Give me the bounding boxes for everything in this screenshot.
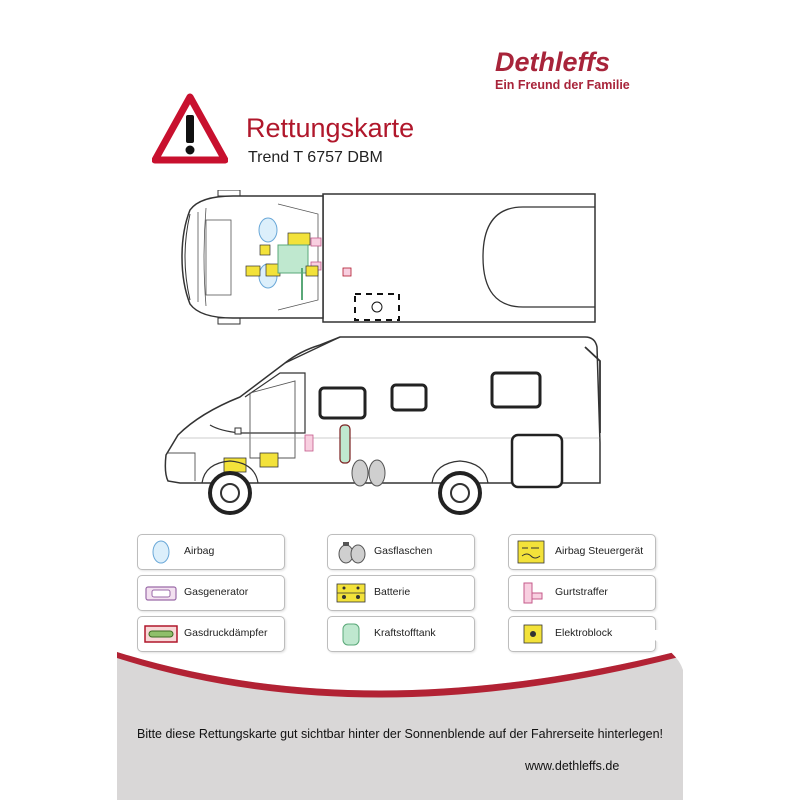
legend-battery: Batterie [327,575,475,611]
airbag-icon [152,540,170,564]
legend-airbag: Airbag [137,534,285,570]
legend-gas-spring: Gasdruckdämpfer [137,616,285,652]
electro-block-icon [523,624,543,644]
airbag-control-unit-icon [517,540,545,564]
vehicle-model: Trend T 6757 DBM [248,149,383,166]
legend-electro-block: Elektroblock [508,616,656,652]
legend-label: Airbag Steuergerät [555,545,644,557]
brand-tagline: Ein Freund der Familie [495,78,630,92]
brand-name: Dethleffs [495,47,611,77]
warning-triangle-icon [152,93,228,164]
vehicle-side-view [164,336,601,515]
battery-icon [336,583,366,603]
legend-label: Elektroblock [555,627,613,639]
gas-cylinder-icon [338,542,366,564]
footer-swoosh [117,630,683,800]
fuel-tank-icon [342,623,360,646]
legend-belt-tensioner: Gurtstraffer [508,575,656,611]
gas-generator-icon [145,586,177,601]
brand-logo: Dethleffs Ein Freund der Familie [495,48,645,93]
legend-label: Gurtstraffer [555,586,608,598]
placement-instruction: Bitte diese Rettungskarte gut sichtbar h… [136,727,664,741]
legend-label: Airbag [184,545,215,557]
legend-label: Gasdruckdämpfer [184,627,268,639]
legend-fuel-tank: Kraftstofftank [327,616,475,652]
page-title: Rettungskarte [246,113,415,143]
legend-label: Batterie [374,586,411,598]
legend-label: Kraftstofftank [374,627,436,639]
legend-gas-generator: Gasgenerator [137,575,285,611]
website-url: www.dethleffs.de [525,759,620,773]
legend-gas-cylinders: Gasflaschen [327,534,475,570]
belt-tensioner-icon [523,582,543,604]
legend-label: Gasflaschen [374,545,433,557]
gas-spring-icon [144,625,178,643]
legend-airbag-control-unit: Airbag Steuergerät [508,534,656,570]
vehicle-top-view [181,190,596,325]
legend-label: Gasgenerator [184,586,249,598]
